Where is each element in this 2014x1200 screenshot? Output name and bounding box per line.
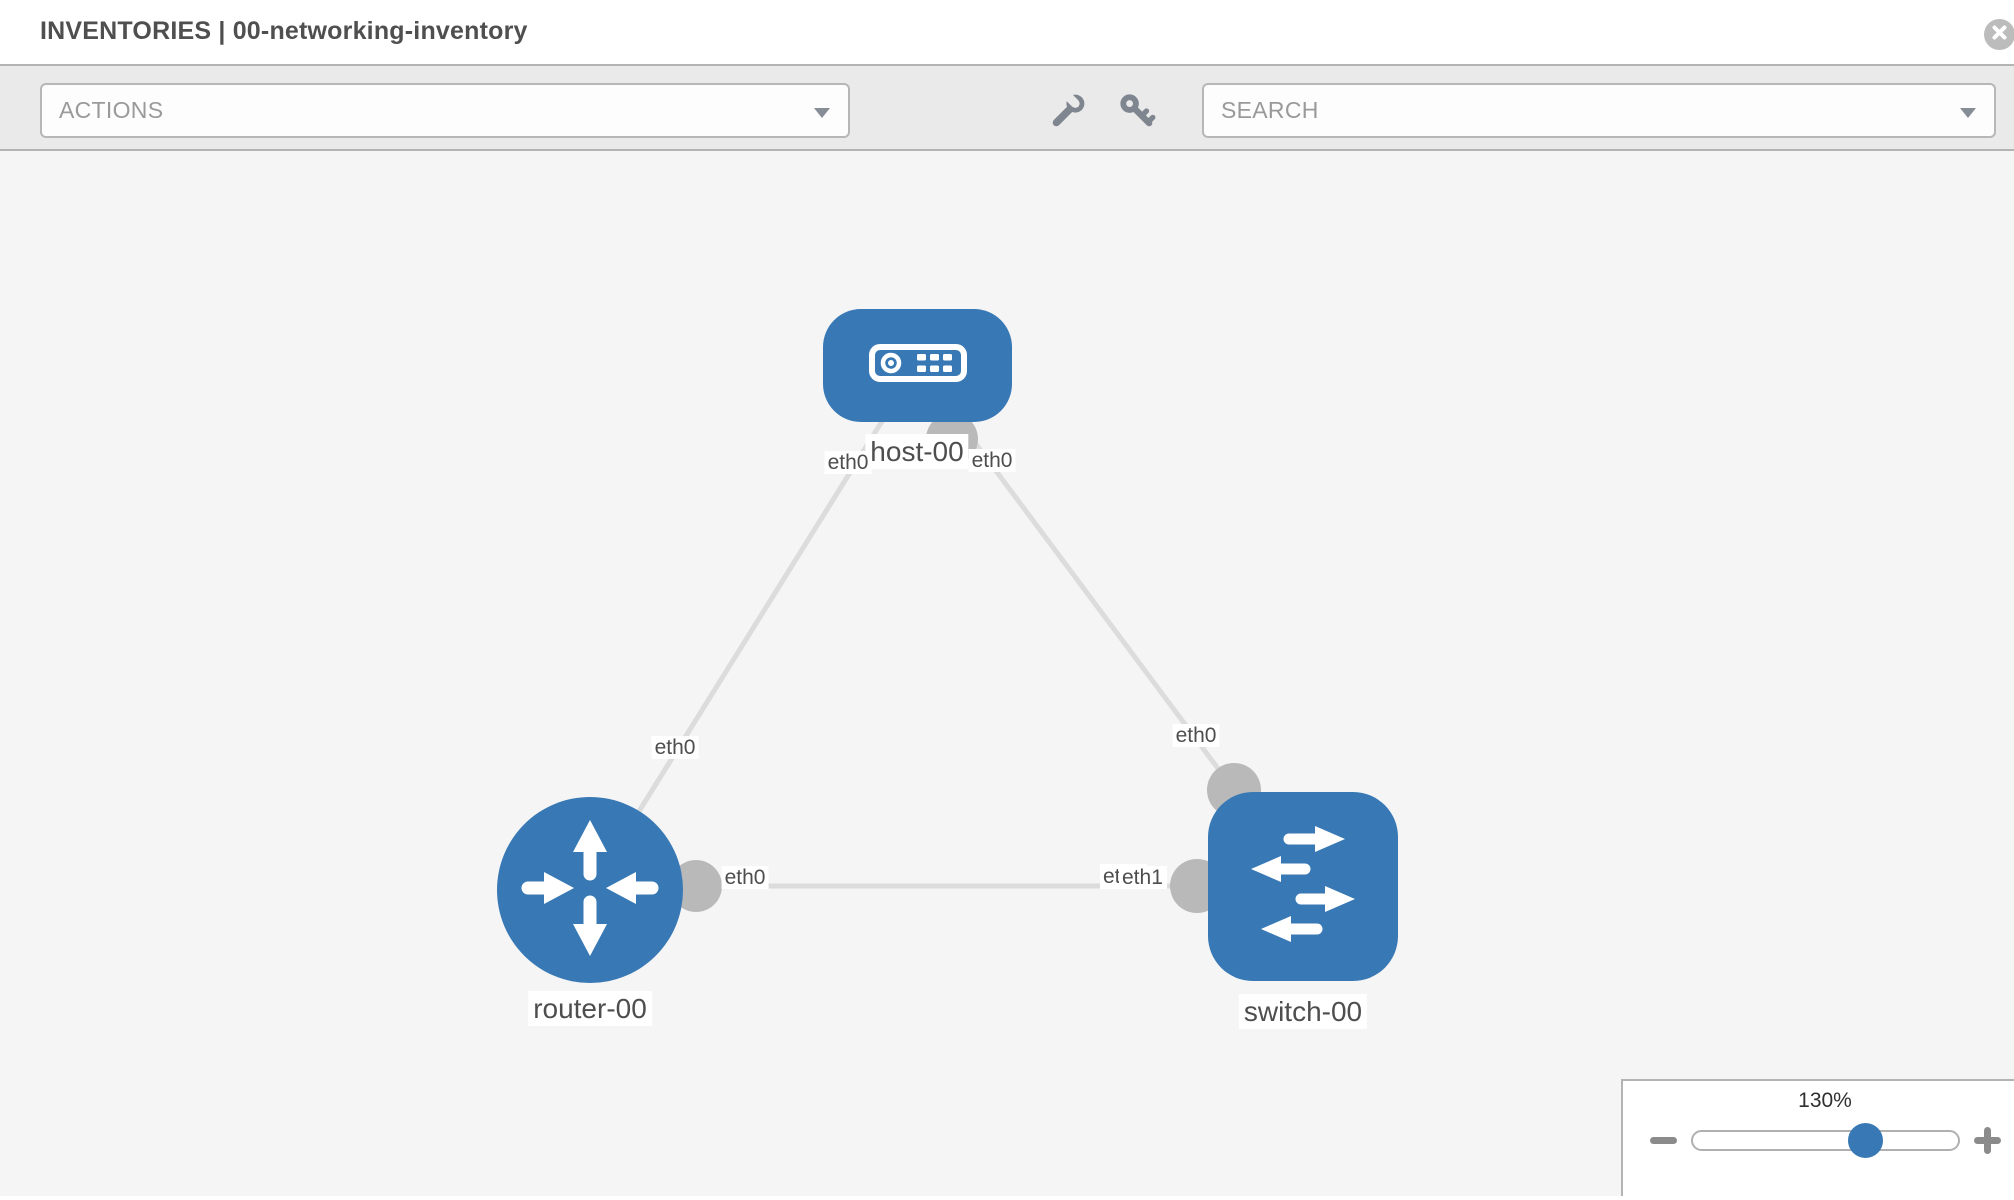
links-layer: [587, 363, 1303, 913]
iface-label-host-to-switch: eth0: [968, 449, 1016, 472]
zoom-slider-handle[interactable]: [1848, 1123, 1883, 1158]
zoom-in-button[interactable]: [1973, 1123, 2003, 1162]
header: INVENTORIES | 00-networking-inventory: [0, 0, 2014, 66]
wrench-icon: [1049, 90, 1087, 134]
node-label-host: host-00: [865, 434, 969, 469]
page-title: INVENTORIES | 00-networking-inventory: [40, 17, 528, 45]
actions-dropdown[interactable]: ACTIONS: [40, 83, 850, 138]
zoom-out-button[interactable]: [1649, 1123, 1679, 1162]
actions-dropdown-label: ACTIONS: [59, 97, 164, 123]
host-icon: [868, 343, 968, 388]
iface-label-host-to-router: eth0: [824, 451, 872, 474]
zoom-slider[interactable]: [1691, 1130, 1960, 1151]
node-label-router: router-00: [528, 991, 652, 1026]
topology-canvas[interactable]: host-00 router-00 switch-00 eth0 eth0 et…: [0, 151, 2014, 1196]
zoom-percent-label: 130%: [1798, 1089, 1852, 1112]
iface-label-switch-to-host: eth0: [1172, 724, 1220, 747]
node-host-00[interactable]: [823, 309, 1012, 422]
switch-icon: [1233, 814, 1373, 959]
search-dropdown-label: SEARCH: [1221, 97, 1319, 123]
tools-button[interactable]: [1049, 90, 1087, 130]
toolbar: ACTIONS: [0, 66, 2014, 151]
key-button[interactable]: [1118, 92, 1156, 130]
search-dropdown[interactable]: SEARCH: [1202, 83, 1996, 138]
node-router-00[interactable]: [497, 797, 683, 983]
iface-label-router-to-host: eth0: [651, 736, 699, 759]
close-button[interactable]: [1984, 19, 2014, 50]
iface-label-switch-eth1: eth1: [1119, 866, 1167, 889]
connector-router-right: [670, 860, 722, 912]
node-label-switch: switch-00: [1238, 994, 1368, 1029]
minus-icon: [1649, 1137, 1679, 1161]
chevron-down-icon: [1960, 108, 1976, 118]
node-switch-00[interactable]: [1208, 792, 1398, 981]
zoom-control-panel: 130%: [1621, 1079, 2014, 1196]
iface-label-router-to-switch: eth0: [721, 866, 769, 889]
router-icon: [509, 807, 671, 974]
key-icon: [1118, 94, 1156, 134]
close-icon: [1992, 25, 2007, 45]
iface-labels-switch-overlapping: eth0 eth1: [1100, 864, 1167, 889]
chevron-down-icon: [814, 108, 830, 118]
plus-icon: [1973, 1127, 2003, 1161]
